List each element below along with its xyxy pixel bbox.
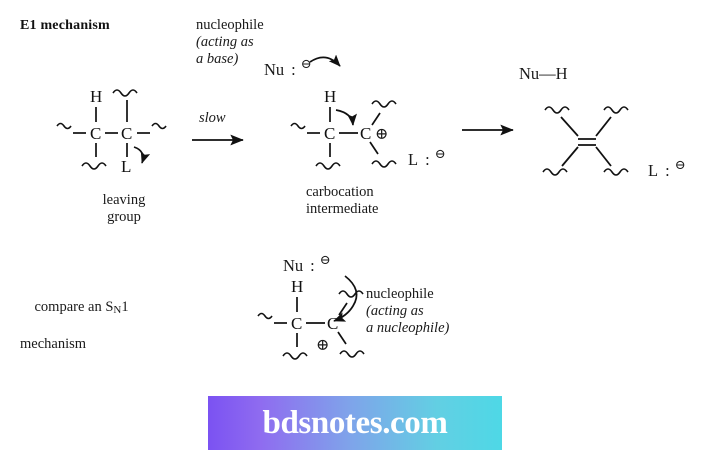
nucleophile-bottom-note-line2: a nucleophile): [366, 320, 450, 336]
leaving-group-anion-right: L : ⊖: [648, 157, 686, 181]
lone-pair-right: :: [665, 161, 670, 180]
nucleophile-anion-bottom: Nu : ⊖: [283, 252, 331, 276]
nucleophile-anion-top: Nu : ⊖: [264, 56, 312, 80]
curved-arrow-nu-to-h: [309, 54, 341, 67]
alkene-product-structure: [542, 106, 629, 176]
carbocation-label-line2: intermediate: [306, 201, 379, 217]
compare-sn1-text: compare an S: [34, 299, 114, 315]
atom-c-right-intermediate: C: [360, 124, 372, 143]
negative-charge-icon-bottom: ⊖: [319, 252, 331, 267]
leaving-group-anion-mid: L : ⊖: [408, 146, 446, 170]
atom-c-left-intermediate: C: [324, 124, 336, 143]
compare-sn1-label-block: compare an SN1 mechanism: [20, 282, 129, 353]
lone-pair-bottom: :: [310, 256, 315, 275]
lone-pair-top: :: [291, 60, 296, 79]
carbocation-label-block: carbocation intermediate: [306, 184, 378, 218]
leaving-group-label-line2: group: [107, 209, 141, 225]
sn1-carbocation-structure: [257, 290, 365, 360]
atom-c-right-sn1: C: [327, 314, 339, 333]
positive-charge-icon-intermediate: ⊕: [375, 126, 389, 143]
lone-pair-mid: :: [425, 150, 430, 169]
atom-l-reactant: L: [121, 157, 132, 176]
negative-charge-icon-mid: ⊖: [434, 146, 446, 161]
nucleophile-bottom-label: nucleophile: [366, 286, 434, 302]
atom-c-left-reactant: C: [90, 124, 102, 143]
l-symbol-right: L: [648, 161, 659, 180]
reactant-structure: [56, 89, 167, 170]
sn1-number: 1: [121, 299, 129, 315]
atom-c-right-reactant: C: [121, 124, 133, 143]
atom-h-intermediate: H: [324, 87, 337, 106]
slow-label: slow: [199, 110, 226, 126]
nu-symbol-bottom: Nu: [283, 256, 304, 275]
curved-arrow-cl-heterolysis: [133, 146, 151, 164]
nucleophile-bottom-note-line1: (acting as: [366, 303, 424, 319]
leaving-group-label-block: leaving group: [84, 192, 164, 226]
atom-h-reactant: H: [90, 87, 103, 106]
leaving-group-label-line1: leaving: [102, 192, 146, 208]
nucleophile-top-note-line2: a base): [196, 51, 239, 67]
positive-charge-icon-sn1: ⊕: [316, 337, 330, 354]
bdsnotes-watermark-banner: bdsnotes.com: [208, 396, 502, 450]
atom-c-left-sn1: C: [291, 314, 303, 333]
atom-h-sn1: H: [291, 277, 304, 296]
sn1-subscript: N: [113, 304, 122, 316]
nucleophile-top-note-line1: (acting as: [196, 34, 254, 50]
nucleophile-top-label: nucleophile: [196, 17, 264, 33]
carbocation-label-line1: carbocation: [306, 184, 374, 200]
curved-arrow-ch-to-cation: [335, 109, 357, 126]
l-symbol-mid: L: [408, 150, 419, 169]
nu-symbol-top: Nu: [264, 60, 285, 79]
page-title: E1 mechanism: [20, 18, 110, 33]
compare-sn1-label-line2: mechanism: [20, 336, 87, 352]
nu-h-product-label: Nu—H: [519, 64, 568, 83]
nucleophile-top-label-block: nucleophile (acting as a base): [196, 17, 264, 68]
nucleophile-bottom-label-block: nucleophile (acting as a nucleophile): [366, 286, 449, 337]
compare-sn1-label-line1: compare an SN1: [20, 282, 129, 336]
negative-charge-icon-right: ⊖: [674, 157, 686, 172]
bdsnotes-watermark-text: bdsnotes.com: [262, 405, 448, 441]
negative-charge-icon-top: ⊖: [300, 56, 312, 71]
